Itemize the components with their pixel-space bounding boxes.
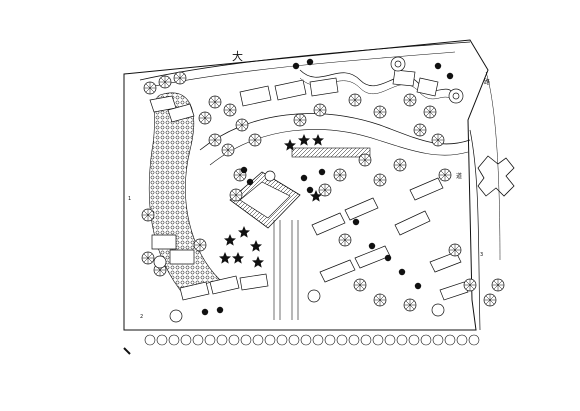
callout-3: 3 [480,252,483,258]
north-marker [123,347,131,355]
callout-road: 路 [484,78,490,86]
right-road-edge [469,129,481,331]
boundary-tree-row [144,334,480,346]
pergola [291,147,371,158]
callout-2: 2 [140,314,143,320]
main-road-edge [139,41,471,81]
road-label: 大 [232,49,243,63]
residential-buildings-right [311,177,469,301]
residential-buildings-top [239,69,439,107]
axis-walks [273,220,299,320]
arc-walkway-inner [209,129,469,166]
external-building [477,155,515,197]
callout-gate: 道 [456,172,462,180]
round-features [153,56,464,323]
callout-1: 1 [128,196,131,202]
residential-buildings-left [149,95,269,301]
right-road-edge-2 [485,71,501,261]
